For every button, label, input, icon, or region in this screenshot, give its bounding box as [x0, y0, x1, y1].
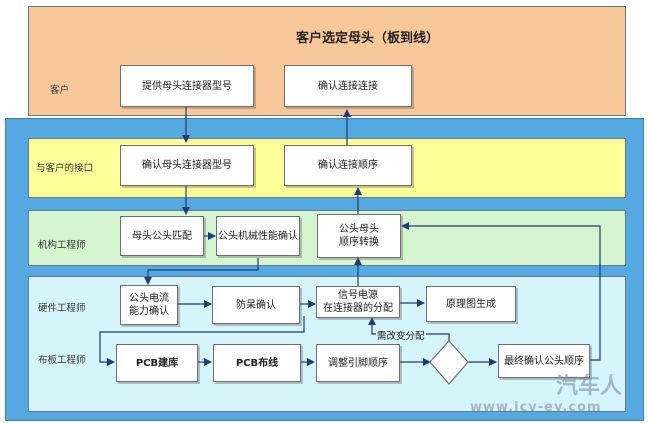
edge-signal-to-pcblib	[99, 316, 305, 366]
box-male-mech-confirm: 公头机械性能确认	[216, 216, 300, 256]
edge-final-to-convert	[401, 222, 601, 361]
lane-label-customer: 客户	[50, 85, 70, 96]
box-male-female-match: 母头公头匹配	[120, 216, 204, 256]
box-schematic: 原理图生成	[426, 286, 516, 322]
edge-mech-to-current	[144, 258, 259, 285]
box-confirm-connection: 确认连接连接	[284, 65, 412, 107]
lane-label-mechanical: 机构工程师	[38, 240, 86, 251]
watermark-text: 汽车人	[556, 374, 623, 399]
lane-label-hardware: 硬件工程师	[38, 303, 86, 314]
box-confirm-model: 确认母头连接器型号	[120, 145, 254, 186]
box-pcb-lib: PCB建库	[116, 344, 198, 382]
diagram-title: 客户选定母头（板到线）	[296, 31, 440, 46]
box-provide-model: 提供母头连接器型号	[120, 65, 254, 107]
box-confirm-order: 确认连接顺序	[284, 145, 412, 186]
box-anti-fool: 防呆确认	[212, 286, 300, 324]
box-male-female-convert: 公头母头 顺序转换	[317, 214, 401, 258]
box-final-confirm: 最终确认公头顺序	[498, 344, 590, 378]
watermark-url: www.icv-ev.com	[470, 400, 602, 415]
decision-diamond	[429, 340, 469, 385]
lane-label-interface: 与客户的接口	[36, 163, 94, 174]
box-signal-power: 信号电源 在连接器的分配	[316, 286, 400, 318]
box-male-current: 公头电流 能力确认	[120, 285, 178, 325]
box-adjust-pin: 调整引脚顺序	[316, 344, 400, 382]
label-change-allocation: 需改变分配	[376, 328, 426, 342]
box-pcb-route: PCB布线	[213, 344, 301, 382]
lane-label-layout: 布板工程师	[38, 355, 86, 366]
